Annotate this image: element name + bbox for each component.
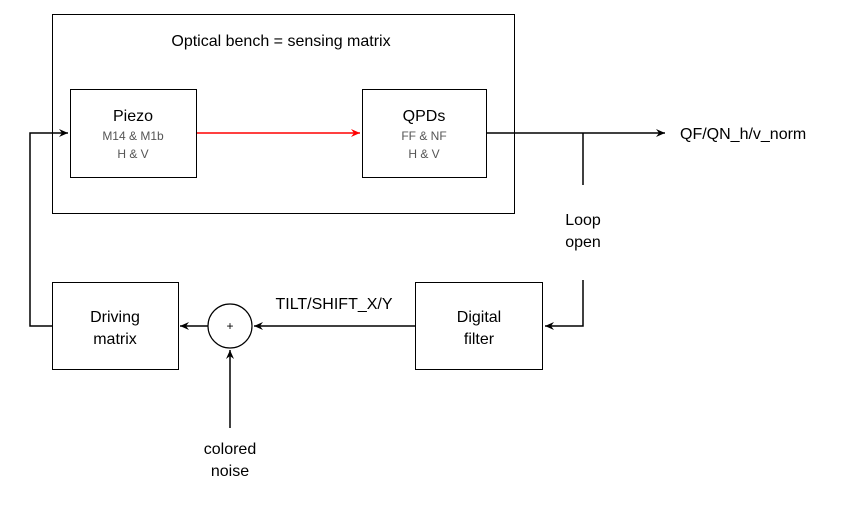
- piezo-title: Piezo: [113, 108, 153, 125]
- piezo-line1: M14 & M1b: [102, 129, 164, 143]
- summer-plus-sign: +: [226, 319, 233, 333]
- qpds-line1: FF & NF: [401, 129, 446, 143]
- driving-matrix-line1: Driving: [90, 309, 140, 326]
- qpds-line2: H & V: [408, 147, 439, 161]
- digital-filter-line1: Digital: [457, 309, 501, 326]
- piezo-line2: H & V: [117, 147, 148, 161]
- optical-bench-box: [52, 14, 515, 214]
- noise-line2: noise: [211, 463, 249, 480]
- noise-line1: colored: [204, 441, 256, 458]
- qpds-block: [362, 89, 487, 178]
- loop-open-line2: open: [565, 234, 601, 251]
- piezo-block: [70, 89, 197, 178]
- digital-filter-block: [415, 282, 543, 370]
- optical-bench-title: Optical bench = sensing matrix: [171, 33, 390, 50]
- loop-open-line1: Loop: [565, 212, 601, 229]
- qpds-title: QPDs: [403, 108, 446, 125]
- signal-label: TILT/SHIFT_X/Y: [275, 296, 392, 313]
- driving-matrix-block: [52, 282, 179, 370]
- digital-filter-line2: filter: [464, 331, 495, 348]
- output-label: QF/QN_h/v_norm: [680, 126, 806, 143]
- loop-branch-lower-arrow: [545, 280, 584, 330]
- driving-to-piezo-arrow: [29, 129, 68, 327]
- driving-matrix-line2: matrix: [93, 331, 137, 348]
